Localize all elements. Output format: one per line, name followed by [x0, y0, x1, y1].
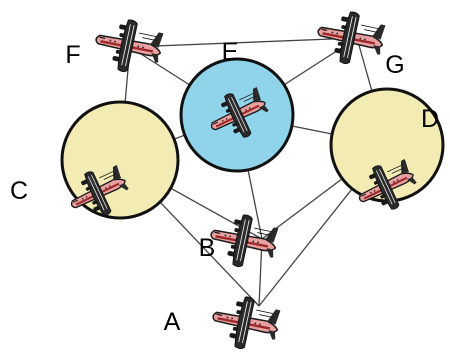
airplane-icon: [204, 207, 282, 275]
nodes-layer: A B C D E F G: [10, 4, 445, 357]
airplane-icon: [89, 12, 167, 80]
edge-f-g: [129, 37, 358, 48]
node-f-label: F: [65, 41, 80, 69]
airplane-icon: [311, 4, 389, 72]
node-d-label: D: [421, 105, 439, 133]
node-d[interactable]: D: [329, 87, 445, 222]
airplane-icon: [206, 289, 284, 357]
node-c-label: C: [10, 177, 28, 205]
node-e[interactable]: E: [179, 38, 295, 173]
node-a-label: A: [164, 308, 181, 336]
node-e-label: E: [222, 38, 239, 66]
node-g-label: G: [385, 51, 404, 79]
node-b-label: B: [199, 234, 216, 262]
node-f[interactable]: F: [65, 12, 167, 80]
node-b[interactable]: B: [199, 207, 282, 275]
node-a[interactable]: A: [164, 289, 284, 357]
node-c[interactable]: C: [10, 100, 180, 228]
node-g[interactable]: G: [311, 4, 405, 79]
